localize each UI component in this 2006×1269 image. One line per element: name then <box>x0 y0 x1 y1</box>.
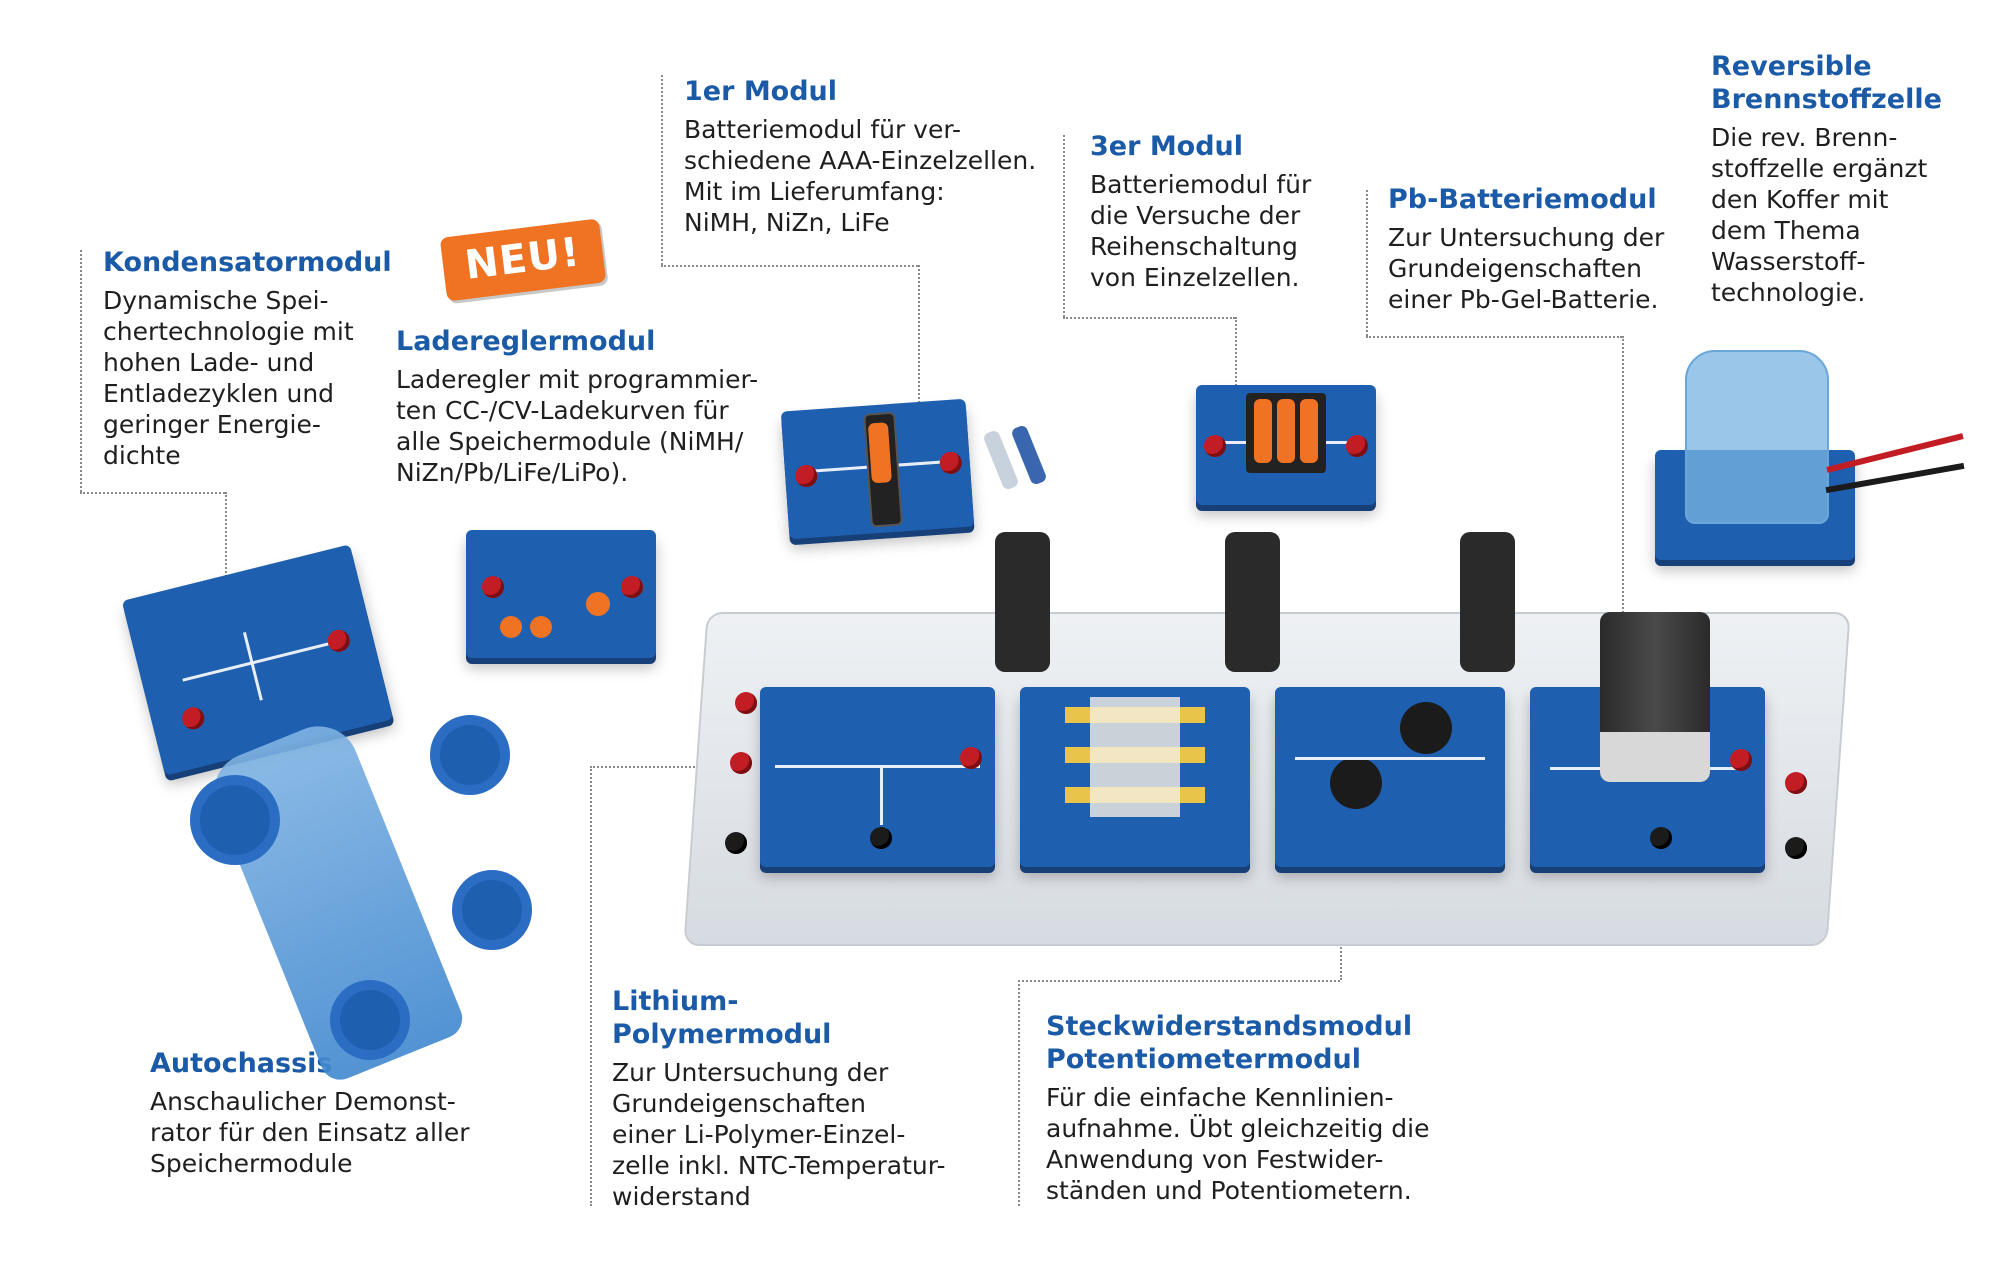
aaa-cells-image <box>982 424 1065 495</box>
leader-line <box>661 75 663 265</box>
leader-line <box>1235 317 1237 389</box>
label-description: Dynamische Spei- chertechnologie mit hoh… <box>103 286 354 470</box>
label-title: Lithium- Polymermodul <box>612 986 832 1050</box>
label-3er-modul: 3er Modul Batteriemodul für die Versuche… <box>1090 130 1360 293</box>
leader-line <box>1063 317 1235 319</box>
label-title: 1er Modul <box>684 76 838 107</box>
label-title: Kondensatormodul <box>103 247 392 278</box>
label-1er-modul: 1er Modul Batteriemodul für ver- schiede… <box>684 75 1044 238</box>
potentiometer-module <box>1275 687 1505 867</box>
leader-line <box>1063 135 1065 317</box>
label-ladereglermodul: Ladereglermodul Laderegler mit programmi… <box>396 325 776 488</box>
main-board-image <box>683 532 1851 946</box>
label-title: 3er Modul <box>1090 131 1244 162</box>
leader-line <box>225 492 227 632</box>
label-lithium-polymermodul: Lithium- Polymermodul Zur Untersuchung d… <box>612 985 992 1212</box>
leader-line <box>1018 980 1340 982</box>
label-description: Für die einfache Kennlinien- aufnahme. Ü… <box>1046 1083 1430 1205</box>
leader-line <box>1366 336 1622 338</box>
leader-line <box>918 265 920 415</box>
leader-line <box>1622 336 1624 636</box>
brennstoffzelle-image <box>1640 340 1980 580</box>
new-badge: NEU! <box>439 218 606 302</box>
autochassis-image <box>121 540 560 1086</box>
label-title: Reversible Brennstoffzelle <box>1711 51 1942 115</box>
leader-line <box>590 766 730 768</box>
capacitor-module <box>121 544 394 776</box>
label-description: Anschaulicher Demonst- rator für den Ein… <box>150 1087 470 1178</box>
label-title: Autochassis <box>150 1048 333 1079</box>
leader-line <box>1018 980 1020 1206</box>
label-title: Pb-Batteriemodul <box>1388 184 1657 215</box>
laderegler-module-image <box>466 530 656 658</box>
label-description: Die rev. Brenn- stoffzelle ergänzt den K… <box>1711 123 1928 307</box>
label-pb-batteriemodul: Pb-Batteriemodul Zur Untersuchung der Gr… <box>1388 183 1688 315</box>
label-description: Laderegler mit programmier- ten CC-/CV-L… <box>396 365 759 487</box>
leader-line <box>590 766 592 1206</box>
resistor-module <box>1020 687 1250 867</box>
label-steckwiderstandsmodul: Steckwiderstandsmodul Potentiometermodul… <box>1046 1010 1466 1206</box>
1er-modul-image <box>780 398 975 540</box>
label-kondensatormodul: Kondensatormodul Dynamische Spei- cherte… <box>103 246 393 471</box>
lithium-polymer-module <box>760 687 995 867</box>
label-description: Batteriemodul für die Versuche der Reihe… <box>1090 170 1312 292</box>
label-description: Batteriemodul für ver- schiedene AAA-Ein… <box>684 115 1037 237</box>
leader-line <box>80 250 82 492</box>
label-autochassis: Autochassis Anschaulicher Demonst- rator… <box>150 1047 490 1179</box>
leader-line <box>1366 190 1368 336</box>
label-reversible-brennstoffzelle: Reversible Brennstoffzelle Die rev. Bren… <box>1711 50 1971 308</box>
label-title: Ladereglermodul <box>396 326 656 357</box>
label-description: Zur Untersuchung der Grundeigenschaften … <box>612 1058 946 1211</box>
leader-line <box>80 492 225 494</box>
leader-line <box>661 265 918 267</box>
label-title: Steckwiderstandsmodul Potentiometermodul <box>1046 1011 1413 1075</box>
3er-modul-image <box>1196 385 1376 505</box>
label-description: Zur Untersuchung der Grundeigenschaften … <box>1388 223 1665 314</box>
